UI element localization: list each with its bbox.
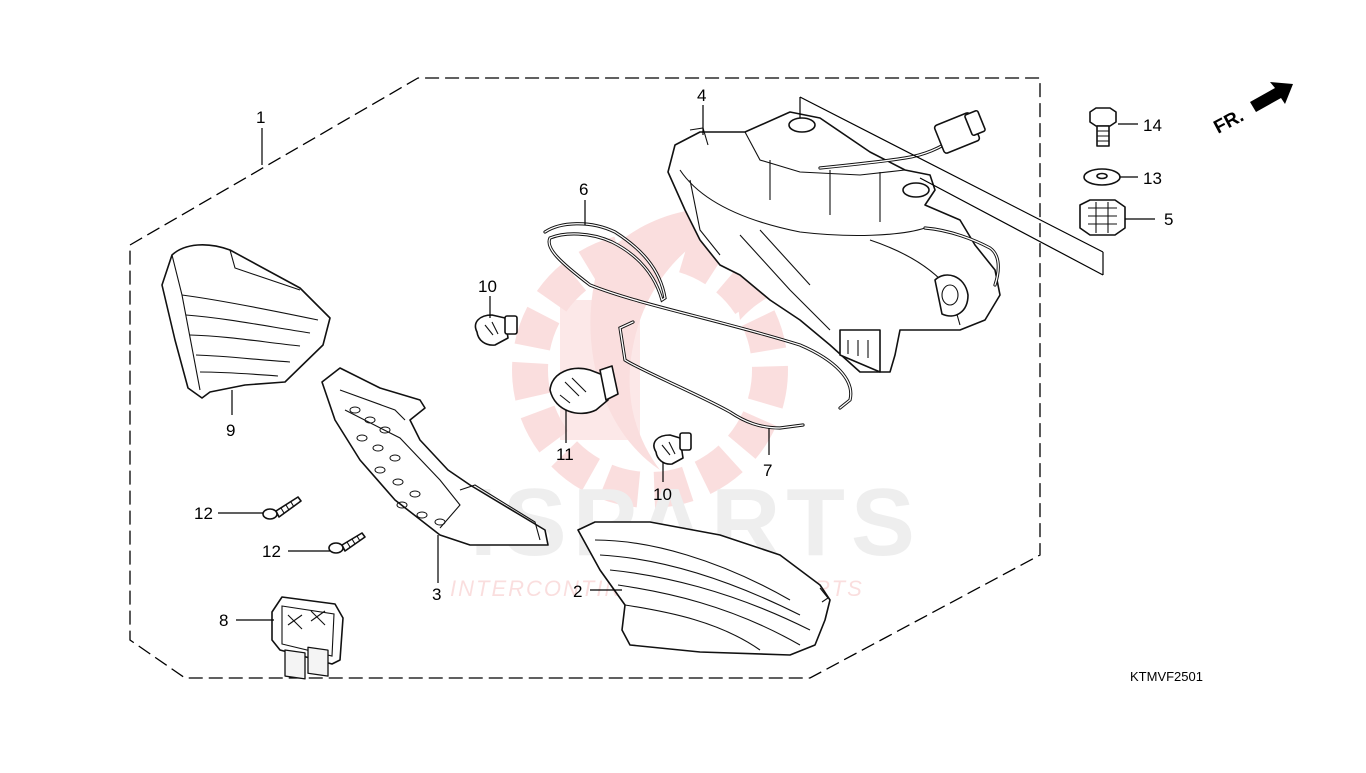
callout-9: 9 — [226, 421, 235, 440]
kit-boundary — [129, 77, 1041, 679]
part-11-bulb — [549, 365, 619, 415]
part-2-outer-lens — [577, 521, 831, 656]
part-3-side-lens — [321, 367, 549, 546]
callout-14: 14 — [1143, 116, 1162, 135]
callout-6: 6 — [579, 180, 588, 199]
callout-12-upper: 12 — [194, 504, 213, 523]
callout-labels: 1 2 3 4 5 6 7 8 9 10 10 11 12 12 13 14 — [194, 86, 1173, 630]
part-12-screw-b — [328, 532, 366, 554]
part-9-inner-lens — [161, 244, 331, 399]
part-10-bulb-b — [653, 432, 692, 465]
part-12-screw-a — [262, 496, 302, 520]
callout-8: 8 — [219, 611, 228, 630]
callout-10-upper: 10 — [478, 277, 497, 296]
part-7-gasket — [618, 320, 805, 430]
part-8-reflector — [271, 596, 344, 680]
callout-12-lower: 12 — [262, 542, 281, 561]
callout-5: 5 — [1164, 210, 1173, 229]
part-14-bolt — [1089, 107, 1117, 147]
lens-dots — [349, 406, 446, 526]
part-5-clip-nut — [1079, 199, 1126, 236]
diagram-code: KTMVF2501 — [1130, 669, 1203, 684]
direction-label: FR. — [1210, 106, 1247, 139]
part-6-gasket — [543, 222, 853, 410]
part-4-housing — [667, 111, 1001, 373]
callout-10-lower: 10 — [653, 485, 672, 504]
part-4-wire-harness — [818, 109, 1000, 287]
callout-4: 4 — [697, 86, 706, 105]
callout-2: 2 — [573, 582, 582, 601]
callout-3: 3 — [432, 585, 441, 604]
leader-lines — [218, 96, 1155, 621]
callout-11: 11 — [556, 445, 574, 464]
direction-indicator: FR. — [1210, 82, 1293, 138]
callout-13: 13 — [1143, 169, 1162, 188]
part-10-bulb-a — [474, 314, 518, 346]
part-13-washer — [1083, 168, 1121, 186]
direction-arrow-icon — [1250, 82, 1293, 112]
callout-1: 1 — [256, 108, 265, 127]
callout-7: 7 — [763, 461, 772, 480]
